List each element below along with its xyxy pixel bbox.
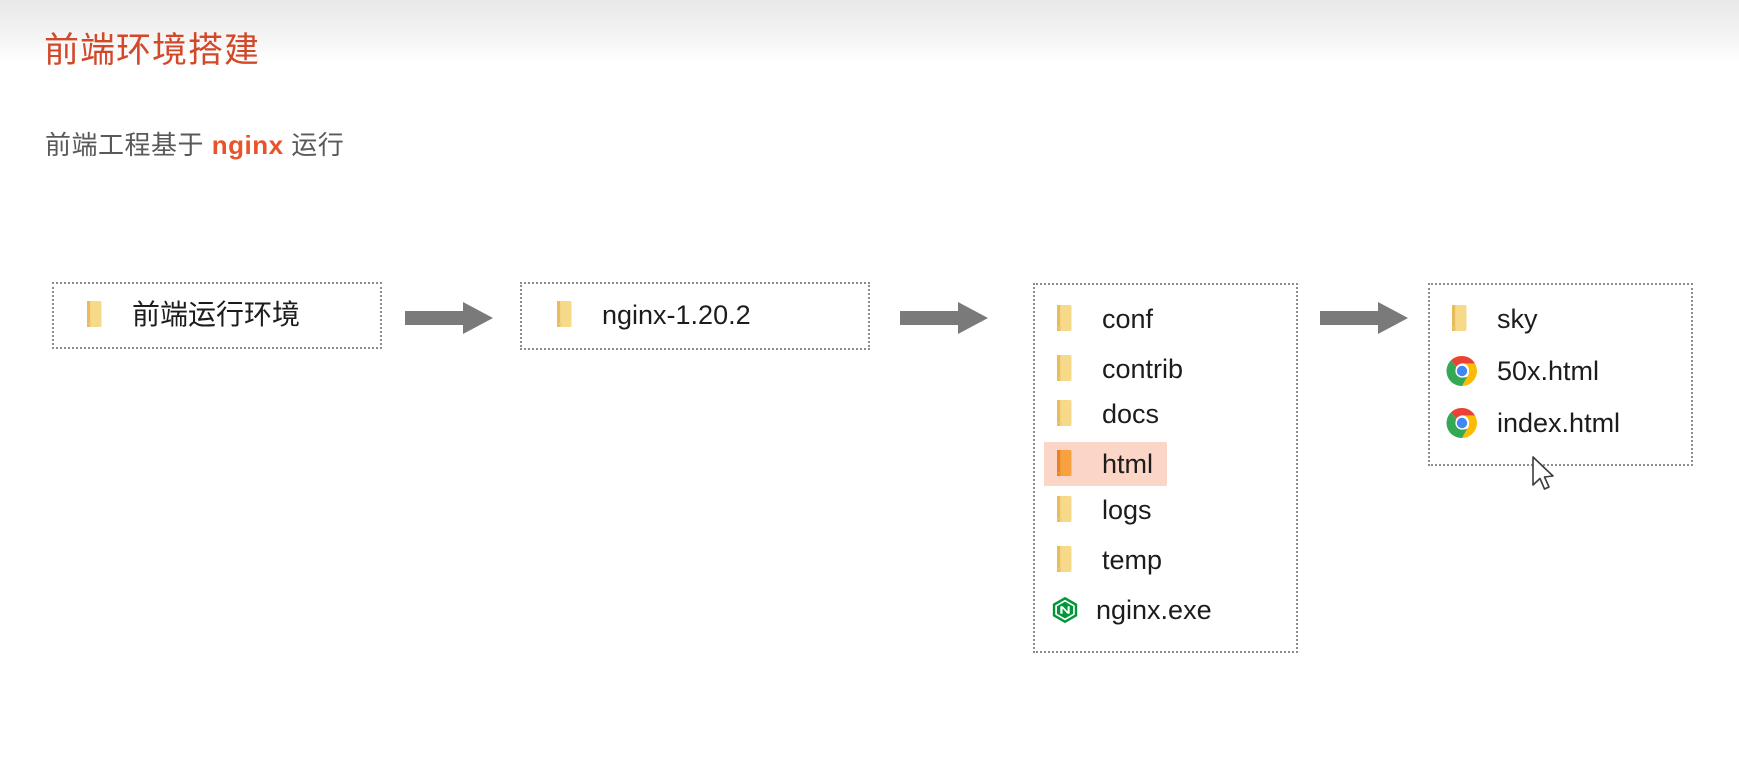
chrome-icon [1445, 406, 1479, 440]
list-item-label: conf [1102, 303, 1154, 334]
list-item-conf[interactable]: conf [1050, 297, 1153, 341]
folder-icon [1050, 493, 1084, 527]
frontend-runtime-box [52, 282, 382, 349]
subtitle-text-before: 前端工程基于 [45, 130, 212, 160]
arrow-dir-to-html-icon [1320, 300, 1408, 336]
subtitle-keyword-nginx: nginx [211, 130, 284, 160]
list-item-label: 前端运行环境 [132, 299, 301, 330]
list-item-index-html[interactable]: index.html [1445, 401, 1620, 445]
list-item-label: contrib [1102, 353, 1184, 384]
folder-icon [1050, 352, 1084, 386]
nginx-version-box [520, 282, 870, 350]
list-item-docs[interactable]: docs [1050, 392, 1159, 436]
chrome-icon [1445, 354, 1479, 388]
subtitle-text-after: 运行 [283, 130, 345, 160]
mouse-pointer-icon [1530, 455, 1558, 495]
folder-icon [1050, 302, 1084, 336]
nginx-directory-box [1033, 283, 1298, 653]
list-item-label: nginx-1.20.2 [602, 299, 751, 330]
list-item-label: index.html [1497, 407, 1621, 438]
folder-icon [1050, 447, 1084, 481]
folder-icon [550, 298, 584, 332]
list-item-nginx-exe[interactable]: nginx.exe [1050, 588, 1212, 632]
list-item-temp[interactable]: temp [1050, 538, 1162, 582]
arrow-nginx-to-dir-icon [900, 300, 988, 336]
subtitle: 前端工程基于 nginx 运行 [45, 125, 344, 162]
html-directory-box [1428, 283, 1693, 466]
list-item-html[interactable]: html [1044, 442, 1168, 486]
list-item-frontend-runtime[interactable]: 前端运行环境 [80, 293, 300, 337]
list-item-label: nginx.exe [1096, 594, 1212, 625]
folder-icon [1050, 397, 1084, 431]
list-item-label: sky [1497, 303, 1538, 334]
list-item-nginx-version[interactable]: nginx-1.20.2 [550, 293, 751, 337]
arrow-env-to-nginx-icon [405, 300, 493, 336]
header-gradient-band [0, 0, 1739, 62]
folder-icon [1050, 543, 1084, 577]
list-item-label: temp [1102, 544, 1163, 575]
list-item-sky[interactable]: sky [1445, 297, 1538, 341]
list-item-label: logs [1102, 494, 1152, 525]
folder-icon [1445, 302, 1479, 336]
list-item-label: html [1102, 448, 1154, 479]
list-item-50x-html[interactable]: 50x.html [1445, 349, 1599, 393]
page-title: 前端环境搭建 [44, 31, 261, 70]
list-item-contrib[interactable]: contrib [1050, 347, 1183, 391]
list-item-label: docs [1102, 398, 1160, 429]
list-item-logs[interactable]: logs [1050, 488, 1152, 532]
list-item-label: 50x.html [1497, 355, 1600, 386]
folder-icon [80, 298, 114, 332]
nginx-exe-icon [1050, 595, 1080, 625]
